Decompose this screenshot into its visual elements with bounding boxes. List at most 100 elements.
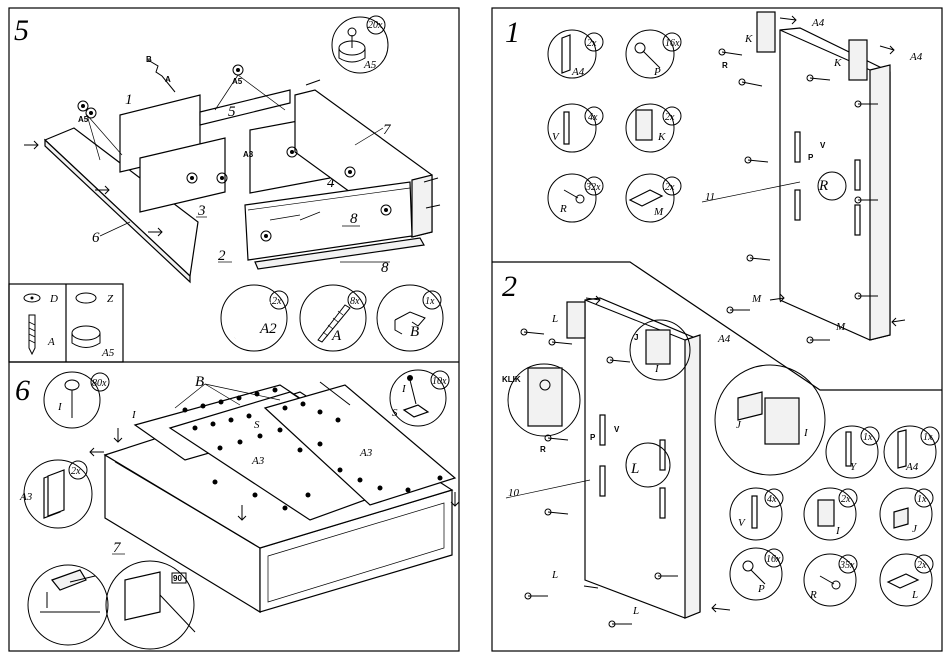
svg-text:S: S bbox=[254, 419, 260, 431]
svg-text:A3: A3 bbox=[251, 455, 265, 467]
step2-part-l: 2x L bbox=[880, 554, 933, 606]
panel-2: 2 8 bbox=[218, 182, 412, 264]
svg-text:I: I bbox=[835, 525, 841, 537]
svg-text:A2: A2 bbox=[259, 321, 277, 337]
panel-5: 5 bbox=[200, 90, 290, 125]
svg-text:32x: 32x bbox=[585, 182, 601, 193]
svg-text:Y: Y bbox=[850, 461, 858, 473]
svg-text:4x: 4x bbox=[767, 494, 777, 505]
svg-text:K: K bbox=[833, 57, 842, 69]
svg-text:4x: 4x bbox=[588, 112, 598, 123]
step-6-number: 6 bbox=[15, 374, 30, 407]
svg-text:P: P bbox=[808, 153, 814, 162]
svg-text:A3: A3 bbox=[243, 150, 254, 159]
hammer-detail bbox=[28, 565, 108, 645]
svg-text:R: R bbox=[540, 445, 546, 454]
svg-text:1x: 1x bbox=[923, 432, 933, 443]
step2-part-i: 2x I bbox=[804, 488, 857, 540]
svg-text:V: V bbox=[820, 141, 826, 150]
part-b-callout bbox=[377, 285, 443, 351]
svg-text:2x: 2x bbox=[665, 182, 675, 193]
svg-text:1x: 1x bbox=[425, 296, 435, 307]
svg-text:KLIK: KLIK bbox=[502, 375, 521, 384]
svg-text:I: I bbox=[57, 401, 63, 413]
svg-text:M: M bbox=[751, 293, 762, 305]
step-2-number: 2 bbox=[502, 270, 517, 303]
svg-text:A: A bbox=[331, 328, 342, 344]
fitting-detail-box: D A Z A5 bbox=[9, 284, 123, 362]
svg-text:L: L bbox=[632, 605, 639, 617]
svg-text:R: R bbox=[809, 589, 817, 601]
step1-part-k: 2x K bbox=[626, 104, 681, 152]
svg-text:B: B bbox=[146, 55, 152, 64]
svg-text:A5: A5 bbox=[101, 347, 115, 359]
step2-part-v: 4x V bbox=[730, 488, 783, 540]
svg-text:A4: A4 bbox=[571, 66, 585, 78]
svg-text:8: 8 bbox=[350, 211, 358, 227]
svg-text:8x: 8x bbox=[350, 296, 360, 307]
svg-text:8: 8 bbox=[381, 260, 389, 276]
svg-text:10x: 10x bbox=[432, 376, 447, 387]
angle-detail: 90 bbox=[106, 561, 195, 649]
step1-part-r: 32x R bbox=[548, 174, 603, 222]
svg-text:I: I bbox=[803, 427, 809, 439]
svg-text:V: V bbox=[614, 425, 620, 434]
svg-text:2: 2 bbox=[218, 248, 226, 264]
svg-text:7: 7 bbox=[113, 540, 122, 556]
step2-side-panel: A4 L L L 10 P V R L bbox=[506, 298, 731, 618]
step1-part-a4: 2x A4 bbox=[548, 30, 603, 78]
svg-text:16x: 16x bbox=[665, 38, 680, 49]
nail-callout: 80x I bbox=[44, 372, 109, 428]
svg-text:J: J bbox=[912, 523, 918, 535]
svg-text:L: L bbox=[630, 461, 639, 477]
svg-text:20x: 20x bbox=[368, 20, 383, 31]
clip-callout: 10x I S bbox=[390, 370, 449, 426]
svg-text:A5: A5 bbox=[363, 59, 377, 71]
svg-text:A: A bbox=[47, 336, 55, 348]
svg-text:2x: 2x bbox=[841, 494, 851, 505]
step-5-number: 5 bbox=[14, 14, 29, 47]
svg-text:P: P bbox=[653, 66, 661, 78]
svg-text:S: S bbox=[392, 407, 398, 419]
step1-part-p: 16x P bbox=[626, 30, 681, 78]
svg-text:A3: A3 bbox=[359, 447, 373, 459]
step-1-number: 1 bbox=[505, 16, 520, 49]
svg-text:2x: 2x bbox=[665, 112, 675, 123]
svg-text:16x: 16x bbox=[766, 554, 781, 565]
svg-text:A: A bbox=[165, 75, 171, 84]
svg-text:D: D bbox=[49, 293, 58, 305]
step1-side-panels: A4 A4 K K R 11 M M P V R bbox=[702, 12, 923, 340]
svg-text:2x: 2x bbox=[272, 296, 282, 307]
step5-part-callouts: 2x A2 8x A 1x B bbox=[221, 285, 443, 351]
cam-lock-callout: 20x A5 bbox=[332, 16, 388, 73]
svg-text:A4: A4 bbox=[909, 51, 923, 63]
svg-text:K: K bbox=[657, 131, 666, 143]
svg-text:7: 7 bbox=[383, 122, 392, 138]
svg-text:6: 6 bbox=[92, 230, 100, 246]
svg-text:R: R bbox=[722, 61, 728, 70]
board-callout: 2x A3 bbox=[19, 460, 92, 528]
svg-text:V: V bbox=[552, 131, 560, 143]
svg-text:I: I bbox=[401, 383, 407, 395]
step-6-panel: 6 80x I 10x I S 2x A3 bbox=[15, 370, 459, 649]
svg-text:L: L bbox=[911, 589, 918, 601]
step1-part-v: 4x V bbox=[548, 104, 603, 152]
svg-text:5: 5 bbox=[228, 104, 236, 120]
svg-text:A4: A4 bbox=[905, 461, 919, 473]
svg-text:P: P bbox=[757, 583, 765, 595]
svg-text:B: B bbox=[410, 324, 419, 340]
svg-text:A4: A4 bbox=[811, 17, 825, 29]
step2-part-r: 35x R bbox=[804, 554, 857, 606]
svg-text:A4: A4 bbox=[717, 333, 731, 345]
svg-text:P: P bbox=[590, 433, 596, 442]
svg-text:Z: Z bbox=[107, 293, 114, 305]
svg-text:35x: 35x bbox=[839, 560, 855, 571]
svg-text:B: B bbox=[195, 374, 204, 390]
svg-text:2x: 2x bbox=[917, 560, 927, 571]
svg-text:J: J bbox=[736, 419, 742, 431]
svg-text:1: 1 bbox=[125, 92, 133, 108]
step-5-panel: 5 20x A5 6 1 5 bbox=[9, 14, 443, 362]
svg-text:M: M bbox=[835, 321, 846, 333]
svg-text:1x: 1x bbox=[917, 494, 927, 505]
